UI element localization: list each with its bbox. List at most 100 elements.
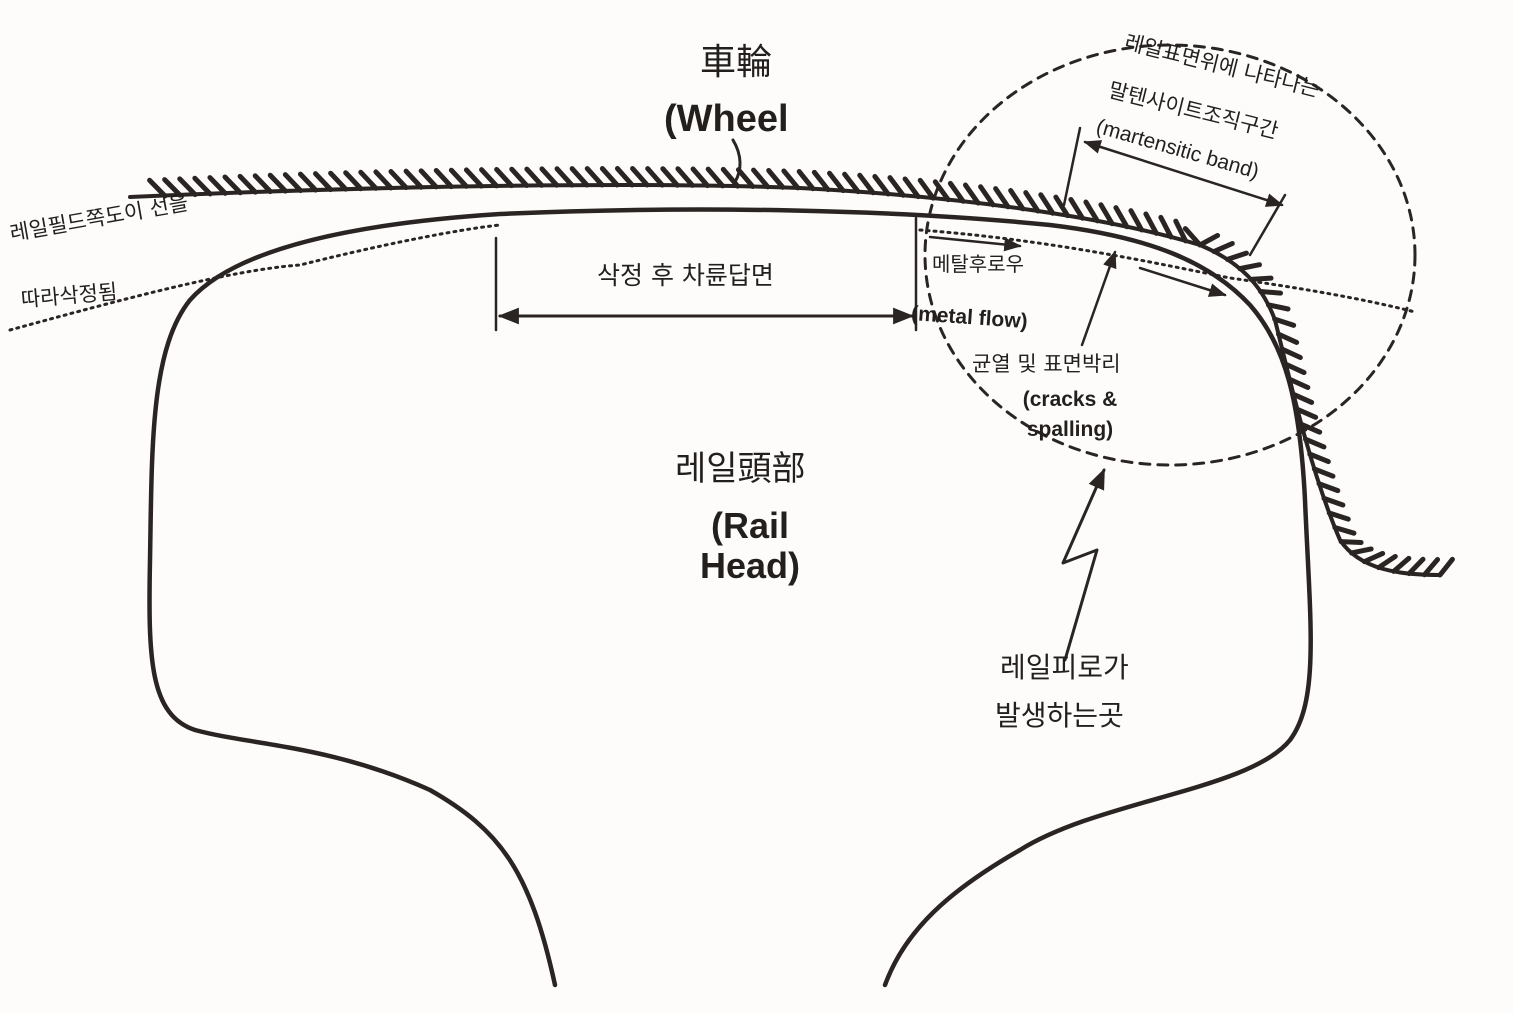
hatch-stroke xyxy=(1406,556,1426,577)
hatch-stroke xyxy=(237,173,258,195)
hatch-stroke xyxy=(418,168,439,190)
hatch-stroke xyxy=(1038,192,1056,216)
hatch-stroke xyxy=(675,166,695,188)
hatch-stroke xyxy=(842,171,861,195)
hatch-stroke xyxy=(1316,481,1341,494)
hatch-stroke xyxy=(297,171,319,193)
hatch-stroke xyxy=(1302,436,1327,450)
rail-head-label-en-2: Head) xyxy=(699,545,801,586)
hatch-stroke xyxy=(1098,202,1115,227)
hatch-stroke xyxy=(1321,495,1346,508)
rail-head-label-ko: 레일頭部 xyxy=(675,449,806,489)
hatch-stroke xyxy=(147,177,168,199)
cracks-label-en-1: (cracks & xyxy=(1022,388,1118,411)
gauge-hatching xyxy=(1197,232,1455,578)
cracks-arrow xyxy=(1080,250,1117,347)
hatch-stroke xyxy=(735,167,756,189)
rail-head-outline xyxy=(147,207,1313,988)
gauge-face-line xyxy=(1198,243,1442,577)
contact-surface-label: 삭정 후 차륜답면 xyxy=(597,261,774,290)
hatch-stroke xyxy=(1311,466,1336,479)
hatch-stroke xyxy=(1068,196,1085,221)
hatch-stroke xyxy=(705,166,726,189)
hatch-stroke xyxy=(660,166,680,188)
hatch-stroke xyxy=(1361,550,1386,565)
hatch-stroke xyxy=(1279,346,1303,361)
wheel-label-bracket xyxy=(731,138,742,184)
wheel-tread-line xyxy=(128,183,1202,247)
hatch-stroke xyxy=(645,166,665,188)
hatch-stroke xyxy=(192,175,213,197)
hatch-stroke xyxy=(1349,546,1374,556)
hatch-stroke xyxy=(978,184,996,208)
hatch-stroke xyxy=(358,169,379,191)
hatch-stroke xyxy=(463,167,484,189)
hatch-stroke xyxy=(1128,208,1145,233)
hatch-stroke xyxy=(1265,302,1291,312)
reprofile-dotted-line-right xyxy=(918,228,1417,314)
fatigue-label-line-1: 레일피로가 xyxy=(1000,651,1129,684)
hatch-stroke xyxy=(690,166,710,189)
martensite-zone-circle xyxy=(923,43,1417,467)
hatch-stroke xyxy=(1211,240,1235,255)
hatch-stroke xyxy=(373,169,394,191)
hatch-stroke xyxy=(162,177,183,198)
hatch-stroke xyxy=(872,173,891,197)
hatch-stroke xyxy=(857,172,876,196)
hatch-stroke xyxy=(1422,557,1441,578)
martensite-tick-left xyxy=(1062,126,1082,207)
hatch-stroke xyxy=(917,177,936,201)
hatch-stroke xyxy=(433,167,454,190)
hatch-stroke xyxy=(1237,262,1262,272)
hatch-stroke xyxy=(554,166,575,188)
hatch-stroke xyxy=(1326,510,1351,522)
hatch-stroke xyxy=(1258,289,1284,296)
wheel-label-ko: 車輪 xyxy=(700,42,773,83)
hatch-stroke xyxy=(1298,421,1323,435)
hatch-stroke xyxy=(993,186,1011,210)
hatch-stroke xyxy=(328,170,349,192)
hatch-stroke xyxy=(781,168,801,191)
hatch-stroke xyxy=(1272,316,1297,328)
hatch-stroke xyxy=(1437,556,1455,578)
hatch-stroke xyxy=(313,171,334,193)
hatch-stroke xyxy=(1158,214,1174,240)
hatch-stroke xyxy=(720,166,741,189)
wheel-label-en: (Wheel xyxy=(664,98,789,140)
hatch-stroke xyxy=(494,166,515,189)
hatch-stroke xyxy=(947,180,966,204)
hatch-stroke xyxy=(222,174,243,196)
hatch-stroke xyxy=(932,179,951,203)
hatch-stroke xyxy=(1224,250,1249,262)
hatch-stroke xyxy=(584,166,605,188)
hatch-stroke xyxy=(1197,232,1221,248)
hatch-stroke xyxy=(630,166,650,188)
hatch-stroke xyxy=(509,166,530,188)
hatch-stroke xyxy=(796,169,816,192)
hatch-stroke xyxy=(902,176,921,200)
hatch-stroke xyxy=(811,169,831,193)
hatch-stroke xyxy=(177,176,198,198)
hatch-stroke xyxy=(1287,376,1311,391)
hatch-stroke xyxy=(207,175,228,196)
hatch-stroke xyxy=(599,166,620,188)
hatch-stroke xyxy=(766,167,786,190)
fatigue-label-line-2: 발생하는곳 xyxy=(995,699,1124,732)
hatch-stroke xyxy=(1023,190,1041,214)
hatch-stroke xyxy=(1391,555,1412,574)
hatch-stroke xyxy=(827,170,846,194)
metal-flow-arrow-1 xyxy=(928,235,1022,252)
rail-head-label-en-1: (Rail xyxy=(710,505,789,546)
hatch-stroke xyxy=(252,173,273,195)
hatch-stroke xyxy=(479,167,499,189)
hatch-stroke xyxy=(388,169,409,191)
hatch-stroke xyxy=(751,167,771,190)
hatch-stroke xyxy=(1294,406,1319,420)
hatch-stroke xyxy=(1248,275,1274,282)
hatch-stroke xyxy=(1182,226,1203,248)
hatch-stroke xyxy=(1275,331,1300,345)
hatch-stroke xyxy=(1173,218,1189,244)
hatch-stroke xyxy=(1053,194,1071,219)
hatch-stroke xyxy=(267,172,288,194)
